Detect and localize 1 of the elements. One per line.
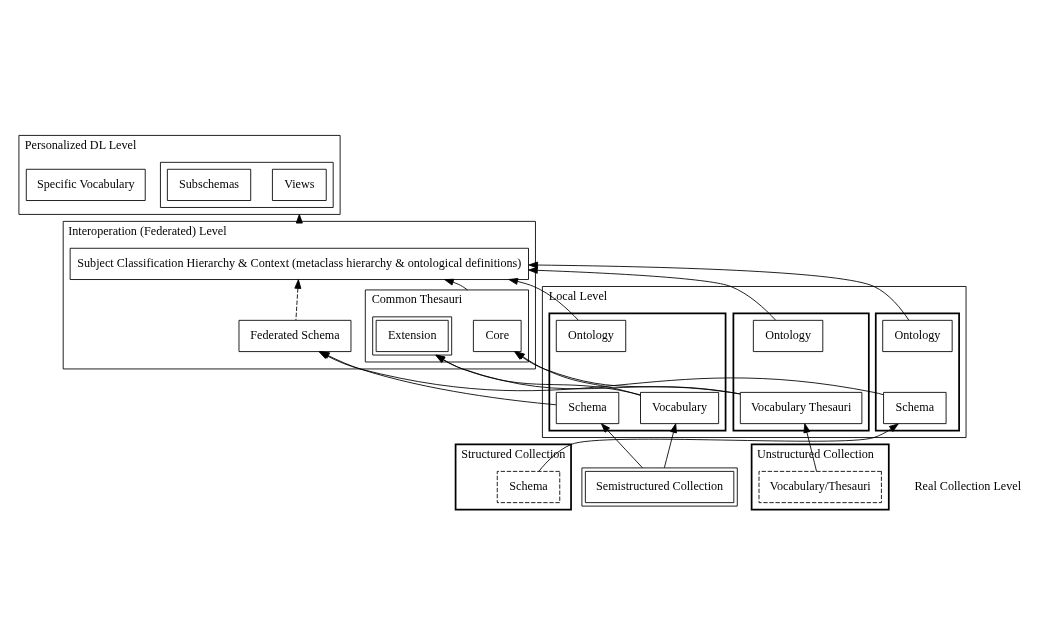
label: Real Collection Level: [914, 478, 1022, 493]
